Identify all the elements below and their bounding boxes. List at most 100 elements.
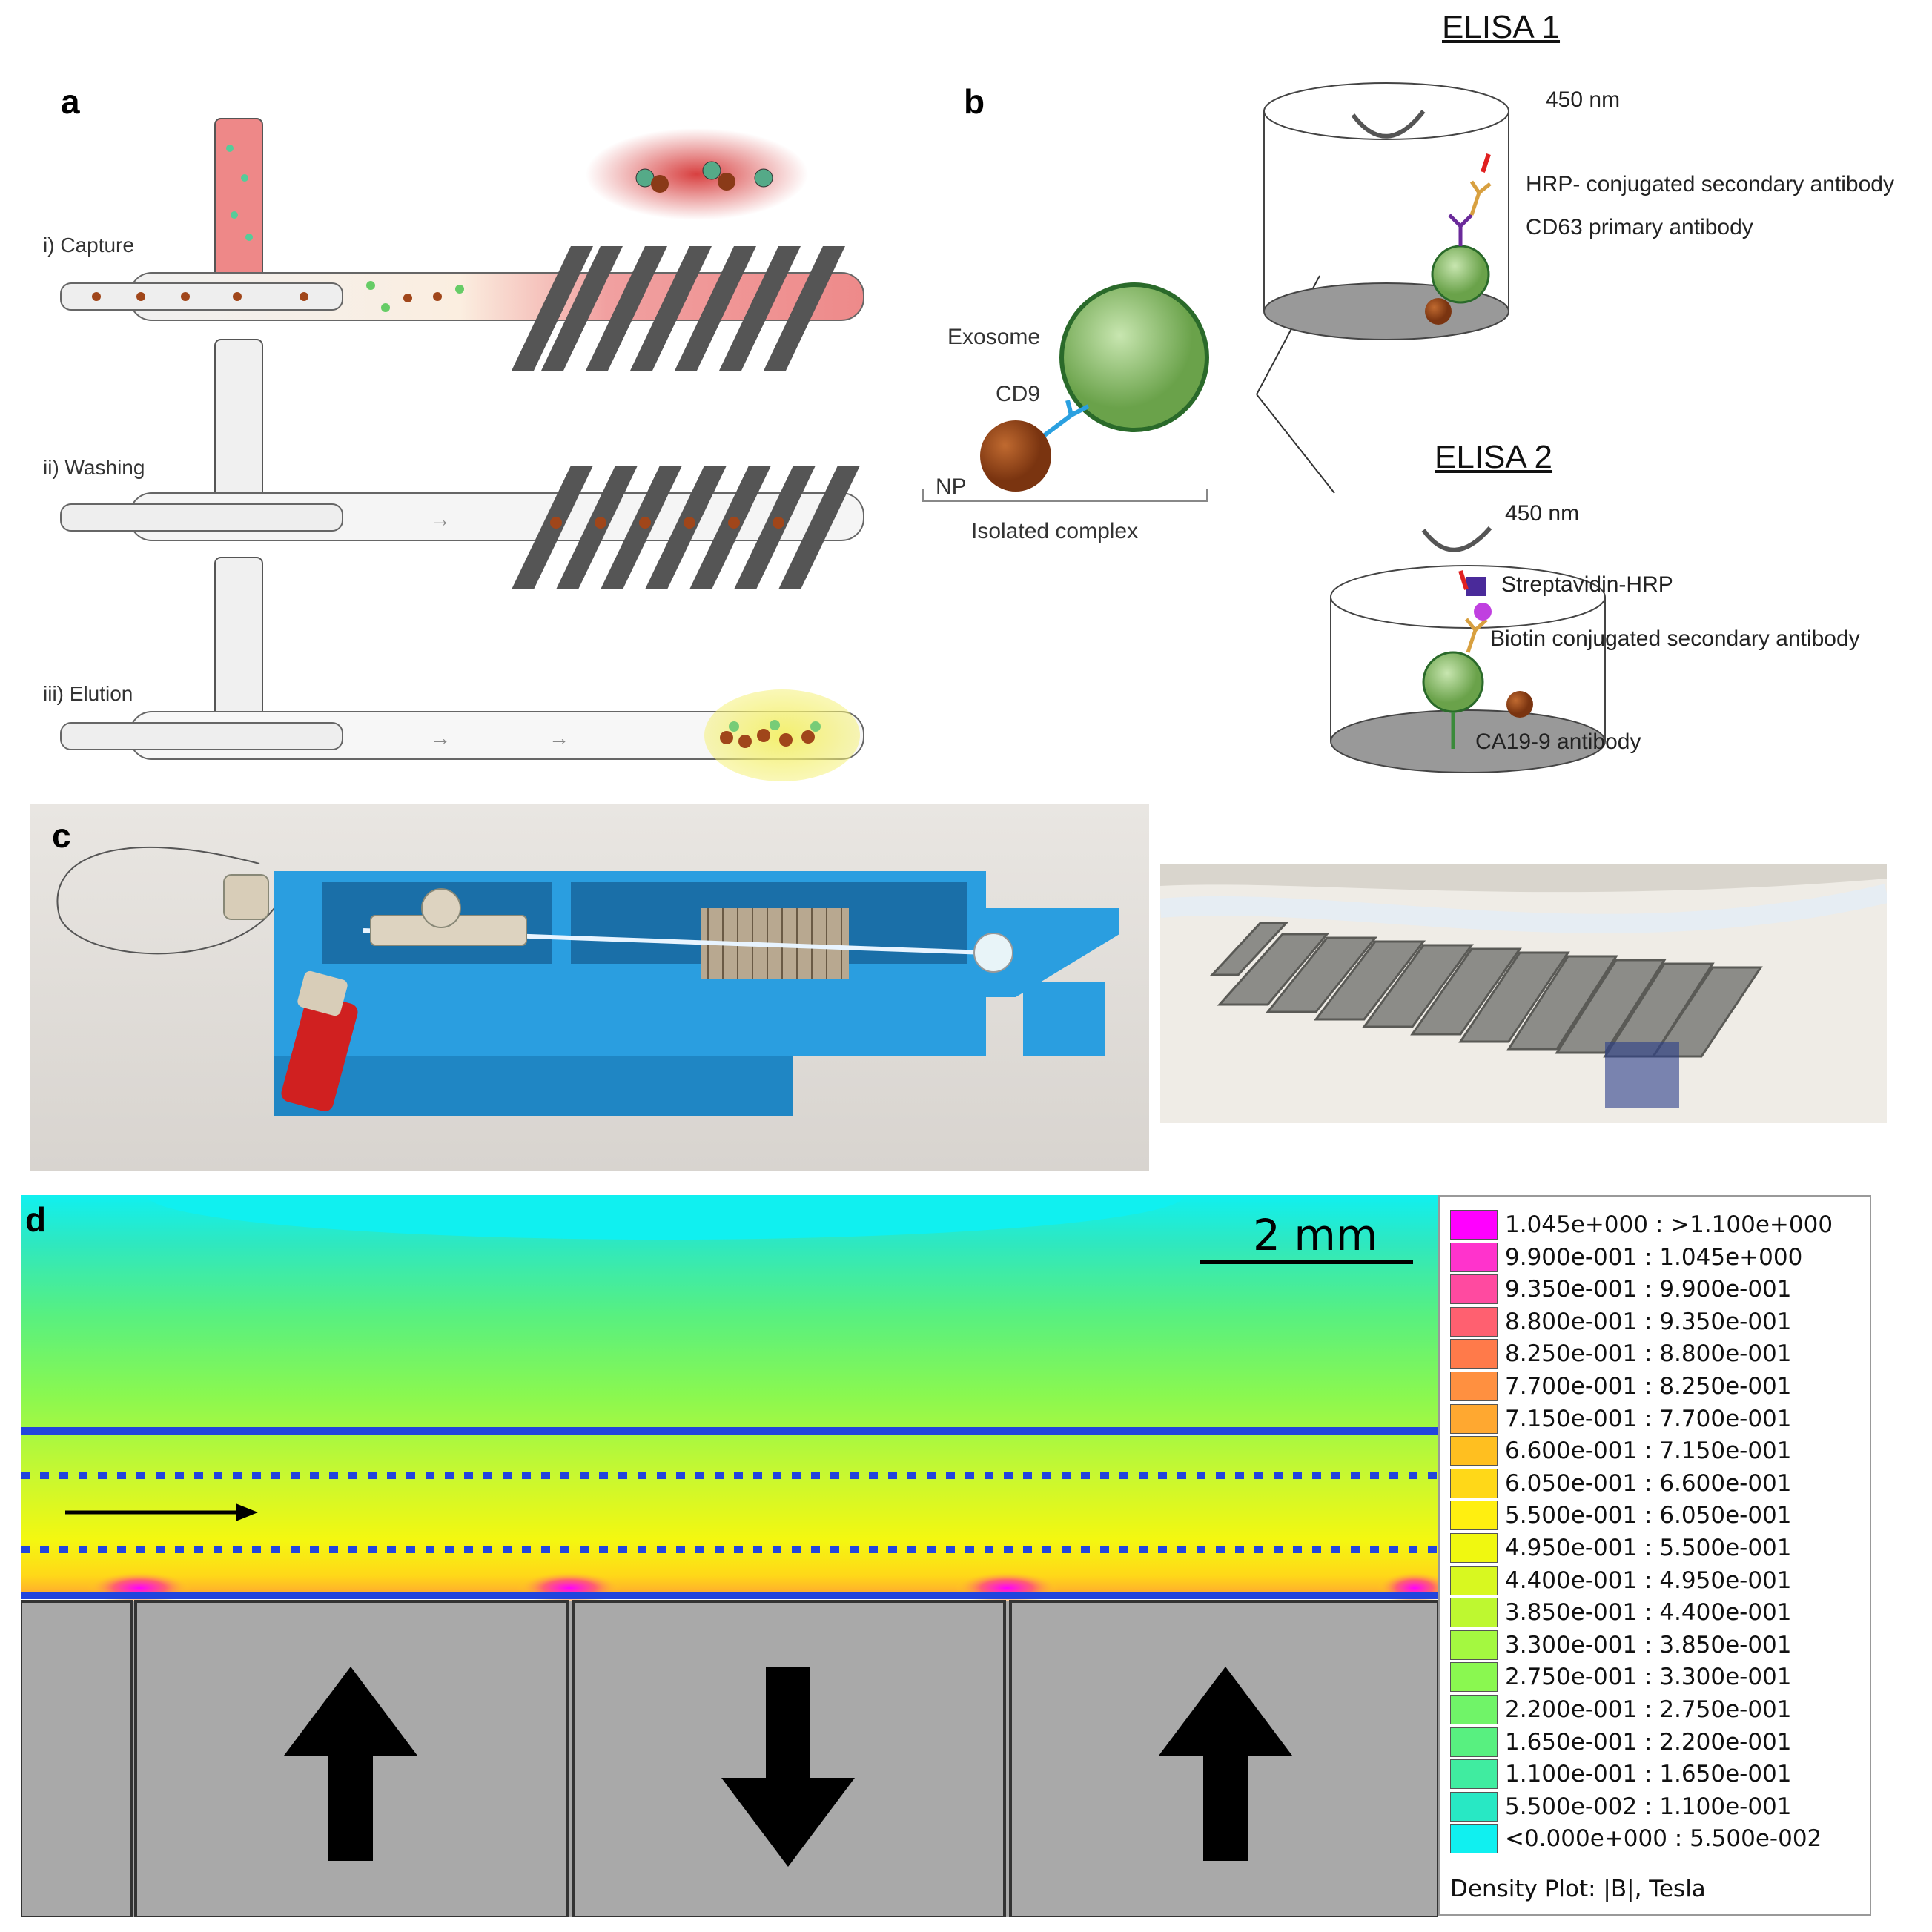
magnet-array-washing (512, 466, 860, 589)
complex-cd9-label: CD9 (996, 382, 1041, 406)
legend-range-label: 5.500e-001 : 6.050e-001 (1505, 1502, 1792, 1529)
magnet-block (21, 1600, 133, 1917)
density-legend: Density Plot: |B|, Tesla 1.045e+000 : >1… (1438, 1195, 1871, 1916)
legend-range-label: 1.100e-001 : 1.650e-001 (1505, 1761, 1792, 1788)
panel-c-label: c (52, 816, 71, 855)
inlet-vertical-tube-red (214, 118, 263, 282)
elisa2-label-biotin: Biotin conjugated secondary antibody (1490, 626, 1860, 651)
legend-entry: 8.250e-001 : 8.800e-001 (1450, 1337, 1865, 1369)
legend-entry: 7.700e-001 : 8.250e-001 (1450, 1370, 1865, 1401)
elisa2-wavelength: 450 nm (1505, 501, 1580, 526)
legend-range-label: 8.250e-001 : 8.800e-001 (1505, 1340, 1792, 1368)
elisa2-label-streptavidin: Streptavidin-HRP (1501, 572, 1673, 597)
magnet-array-capture (512, 246, 845, 371)
legend-entry: 4.400e-001 : 4.950e-001 (1450, 1564, 1865, 1595)
legend-range-label: 3.850e-001 : 4.400e-001 (1505, 1599, 1792, 1627)
magnet-polarity-down-arrow (721, 1667, 855, 1867)
elisa2-label-ca199: CA19-9 antibody (1475, 730, 1641, 754)
legend-entry: 8.800e-001 : 9.350e-001 (1450, 1306, 1865, 1337)
legend-range-label: 4.950e-001 : 5.500e-001 (1505, 1535, 1792, 1561)
field-hotspot (517, 1572, 621, 1604)
svg-text:→: → (430, 727, 451, 750)
legend-entry: <0.000e+000 : 5.500e-002 (1450, 1822, 1865, 1854)
panel-d-field-plot (21, 1195, 1438, 1917)
cd9-linker (1040, 400, 1090, 440)
legend-range-label: 9.350e-001 : 9.900e-001 (1505, 1276, 1792, 1303)
step-elution-label: iii) Elution (43, 682, 133, 705)
legend-range-label: <0.000e+000 : 5.500e-002 (1505, 1825, 1822, 1853)
scale-bar-label: 2 mm (1253, 1210, 1378, 1260)
legend-swatch (1450, 1339, 1498, 1369)
legend-swatch (1450, 1274, 1498, 1305)
legend-entry: 5.500e-001 : 6.050e-001 (1450, 1499, 1865, 1531)
legend-entry: 6.050e-001 : 6.600e-001 (1450, 1467, 1865, 1498)
complex-caption: Isolated complex (971, 519, 1139, 543)
legend-range-label: 5.500e-002 : 1.100e-001 (1505, 1793, 1792, 1820)
complex-np-label: NP (936, 474, 967, 499)
field-hotspot (955, 1572, 1059, 1604)
legend-entry: 9.350e-001 : 9.900e-001 (1450, 1273, 1865, 1305)
legend-entry: 1.650e-001 : 2.200e-001 (1450, 1726, 1865, 1757)
legend-range-label: 1.045e+000 : >1.100e+000 (1505, 1211, 1833, 1238)
legend-swatch (1450, 1759, 1498, 1790)
step-washing-label: ii) Washing (43, 456, 145, 479)
legend-title: Density Plot: |B|, Tesla (1450, 1876, 1706, 1902)
panel-a-label: a (61, 82, 80, 121)
capture-zoom-blur (586, 128, 808, 220)
legend-swatch (1450, 1210, 1498, 1240)
legend-entry: 7.150e-001 : 7.700e-001 (1450, 1403, 1865, 1434)
legend-swatch (1450, 1695, 1498, 1724)
elisa1-title: ELISA 1 (1442, 9, 1561, 45)
legend-range-label: 1.650e-001 : 2.200e-001 (1505, 1728, 1792, 1756)
legend-swatch (1450, 1306, 1498, 1337)
panel-c-magnet-closeup-photo (1160, 864, 1887, 1123)
panel-a-diagram: → → → (60, 118, 864, 781)
magnet-polarity-up-arrow (284, 1667, 417, 1861)
legend-swatch (1450, 1791, 1498, 1822)
legend-range-label: 8.800e-001 : 9.350e-001 (1505, 1308, 1792, 1335)
legend-swatch (1450, 1662, 1498, 1693)
panel-d-label: d (25, 1200, 47, 1239)
inlet-vertical-tube-washing (214, 339, 263, 503)
legend-entry: 1.100e-001 : 1.650e-001 (1450, 1758, 1865, 1790)
legend-swatch (1450, 1533, 1498, 1563)
legend-swatch (1450, 1403, 1498, 1434)
legend-swatch (1450, 1468, 1498, 1498)
inlet-vertical-tube-elution (214, 557, 263, 721)
legend-range-label: 6.050e-001 : 6.600e-001 (1505, 1469, 1792, 1497)
legend-swatch (1450, 1598, 1498, 1628)
panel-b-diagram (922, 82, 1606, 773)
svg-text:→: → (549, 727, 569, 750)
legend-entry: 1.045e+000 : >1.100e+000 (1450, 1208, 1865, 1240)
legend-range-label: 4.400e-001 : 4.950e-001 (1505, 1567, 1792, 1594)
legend-entry: 5.500e-002 : 1.100e-001 (1450, 1790, 1865, 1822)
panel-c-device-photo (30, 804, 1149, 1171)
legend-range-label: 7.700e-001 : 8.250e-001 (1505, 1373, 1792, 1400)
legend-swatch (1450, 1824, 1498, 1854)
field-hotspot (87, 1572, 191, 1604)
svg-text:→: → (430, 508, 451, 531)
legend-range-label: 9.900e-001 : 1.045e+000 (1505, 1243, 1803, 1271)
legend-range-label: 6.600e-001 : 7.150e-001 (1505, 1438, 1792, 1465)
legend-entry: 3.850e-001 : 4.400e-001 (1450, 1596, 1865, 1628)
elisa1-wavelength: 450 nm (1546, 87, 1621, 112)
legend-range-label: 7.150e-001 : 7.700e-001 (1505, 1405, 1792, 1432)
elisa2-title: ELISA 2 (1435, 439, 1553, 475)
legend-swatch (1450, 1372, 1498, 1401)
legend-swatch (1450, 1727, 1498, 1757)
legend-range-label: 2.200e-001 : 2.750e-001 (1505, 1696, 1792, 1723)
step-capture-label: i) Capture (43, 234, 134, 257)
legend-range-label: 3.300e-001 : 3.850e-001 (1505, 1631, 1792, 1658)
panel-b-label: b (964, 82, 985, 121)
legend-entry: 2.750e-001 : 3.300e-001 (1450, 1661, 1865, 1693)
legend-swatch (1450, 1501, 1498, 1531)
legend-entry: 4.950e-001 : 5.500e-001 (1450, 1532, 1865, 1563)
legend-swatch (1450, 1630, 1498, 1660)
nanoparticle (980, 420, 1051, 492)
legend-range-label: 2.750e-001 : 3.300e-001 (1505, 1664, 1792, 1691)
legend-entry: 9.900e-001 : 1.045e+000 (1450, 1241, 1865, 1272)
legend-swatch (1450, 1436, 1498, 1466)
elisa1-label-cd63: CD63 primary antibody (1526, 215, 1753, 239)
legend-entry: 3.300e-001 : 3.850e-001 (1450, 1629, 1865, 1660)
legend-swatch (1450, 1242, 1498, 1272)
